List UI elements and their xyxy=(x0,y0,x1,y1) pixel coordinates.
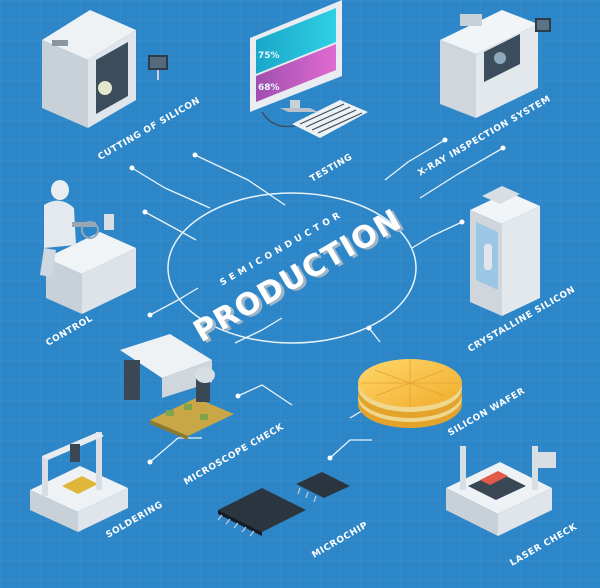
microchip-illustration xyxy=(217,472,350,537)
crystalline-chamber-illustration xyxy=(470,186,540,316)
monitor-readout-bottom: 68% xyxy=(258,83,280,93)
connector-dots xyxy=(129,137,506,465)
microscope-illustration xyxy=(120,334,234,440)
testing-monitor-illustration: 75% 68% xyxy=(250,0,368,138)
center-ellipse xyxy=(167,192,417,344)
laser-check-illustration xyxy=(446,446,556,536)
control-worker-illustration xyxy=(40,180,136,314)
silicon-wafer-illustration xyxy=(358,359,462,428)
connector-lines xyxy=(131,139,504,463)
monitor-readout-top: 75% xyxy=(258,51,280,61)
xray-machine-illustration xyxy=(440,10,551,118)
cutting-machine-illustration xyxy=(42,10,168,128)
soldering-illustration xyxy=(30,432,128,532)
